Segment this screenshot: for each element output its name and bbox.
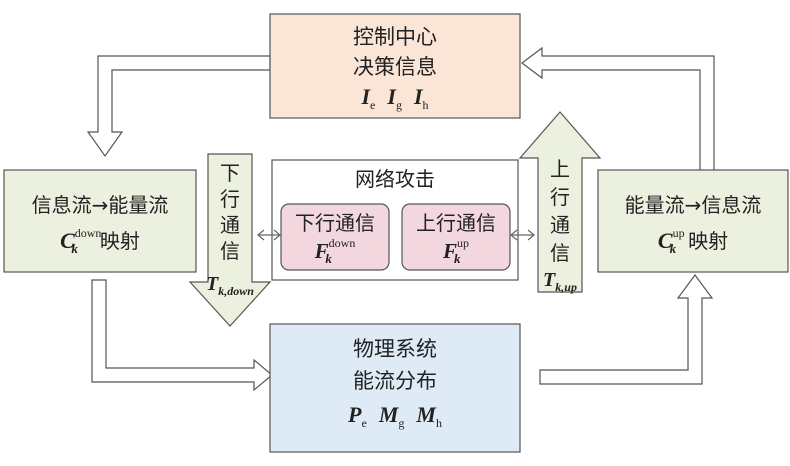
flow-arrow-left-to-physical [91,279,273,392]
downlink-attack-label: 下行通信 [295,211,375,235]
left-connector-arrow [257,229,281,241]
downlink-symbol: Tk,down [206,273,254,298]
physical-system-box [269,323,521,453]
downlink-char-3: 通 [220,213,240,237]
uplink-char-1: 上 [550,157,570,181]
downlink-arrow [188,153,272,327]
uplink-char-2: 行 [550,185,570,209]
uplink-symbol: Tk,up [543,269,577,294]
left-mapping-title: 信息流→能量流 [32,193,169,217]
left-mapping-box [3,169,197,273]
downlink-char-4: 信 [220,239,240,263]
physical-system-subtitle: 能流分布 [353,369,437,393]
control-center-title: 控制中心 [353,25,437,49]
uplink-arrow [518,111,602,293]
control-center-box [269,13,521,119]
downlink-char-1: 下 [220,161,240,185]
flow-arrow-right-to-control [521,46,715,173]
right-connector-arrow [510,229,535,241]
uplink-char-3: 通 [550,213,570,237]
uplink-char-4: 信 [550,241,570,265]
network-attack-title: 网络攻击 [355,167,435,191]
flow-arrow-control-to-left [86,55,271,158]
physical-system-title: 物理系统 [353,337,437,361]
uplink-attack-box [401,203,511,271]
right-mapping-box [597,169,789,273]
downlink-char-2: 行 [220,187,240,211]
control-center-subtitle: 决策信息 [353,55,437,79]
flow-arrow-physical-to-right [539,273,714,385]
right-mapping-title: 能量流→信息流 [625,193,762,217]
uplink-attack-label: 上行通信 [416,211,496,235]
downlink-attack-box [280,203,390,271]
